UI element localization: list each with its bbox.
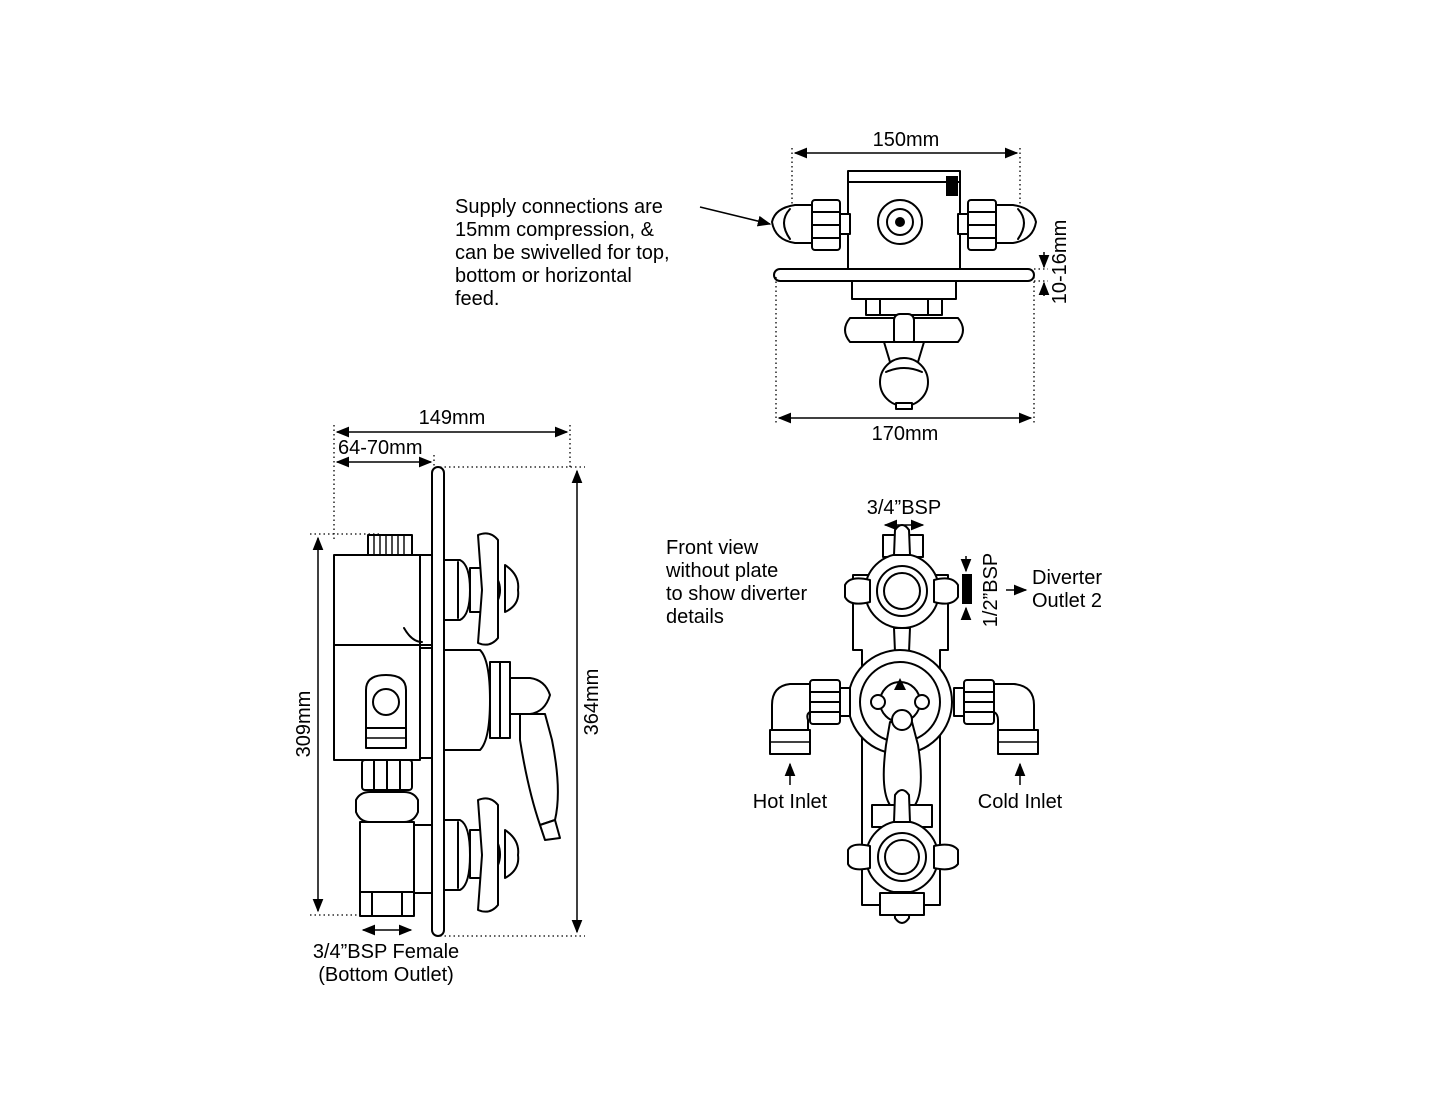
side-view: 149mm 64-70mm 364mm 309mm bbox=[293, 407, 603, 986]
bottom-outlet-sublabel: (Bottom Outlet) bbox=[318, 964, 454, 986]
dimension-149-label: 149mm bbox=[419, 407, 486, 429]
supply-note: Supply connections are 15mm compression,… bbox=[455, 196, 670, 310]
front-note-line: Front view bbox=[666, 537, 759, 559]
supply-note-leader bbox=[699, 206, 772, 227]
dimension-10-16-label: 10-16mm bbox=[1049, 220, 1071, 304]
crosshead-handle-upper bbox=[477, 532, 499, 646]
cover-plate-top bbox=[773, 268, 1035, 282]
dimension-170-label: 170mm bbox=[872, 423, 939, 445]
dimension-64-70-label: 64-70mm bbox=[338, 437, 422, 459]
side-outlet-bsp-label: 1/2”BSP bbox=[980, 553, 1002, 627]
top-outlet-bsp-label: 3/4”BSP bbox=[867, 497, 941, 519]
diverter-outlet-sublabel: Outlet 2 bbox=[1032, 590, 1102, 612]
supply-note-line: 15mm compression, & bbox=[455, 219, 655, 241]
supply-note-line: bottom or horizontal bbox=[455, 265, 632, 287]
lower-diverter-handle bbox=[884, 839, 920, 875]
front-note-line: without plate bbox=[665, 560, 778, 582]
front-view-note: Front view without plate to show diverte… bbox=[665, 537, 808, 628]
dimension-364-label: 364mm bbox=[581, 669, 603, 736]
cover-plate-side bbox=[431, 466, 445, 937]
front-view: Front view without plate to show diverte… bbox=[665, 497, 1102, 924]
supply-note-line: feed. bbox=[455, 288, 499, 310]
upper-diverter-handle bbox=[883, 572, 921, 610]
front-note-line: to show diverter bbox=[666, 583, 808, 605]
crosshead-handle-lower bbox=[477, 797, 499, 913]
front-note-line: details bbox=[666, 606, 724, 628]
hot-inlet-label: Hot Inlet bbox=[753, 791, 828, 813]
bottom-outlet-label: 3/4”BSP Female bbox=[313, 941, 459, 963]
cold-inlet-label: Cold Inlet bbox=[978, 791, 1063, 813]
diverter-outlet-label: Diverter bbox=[1032, 567, 1102, 589]
lever-handle bbox=[519, 713, 559, 826]
dimension-309-label: 309mm bbox=[293, 691, 315, 758]
top-view: 150mm bbox=[455, 129, 1071, 445]
supply-note-line: Supply connections are bbox=[455, 196, 663, 218]
bottom-outlet bbox=[359, 891, 415, 917]
supply-note-line: can be swivelled for top, bbox=[455, 242, 670, 264]
dimension-150-label: 150mm bbox=[873, 129, 940, 151]
